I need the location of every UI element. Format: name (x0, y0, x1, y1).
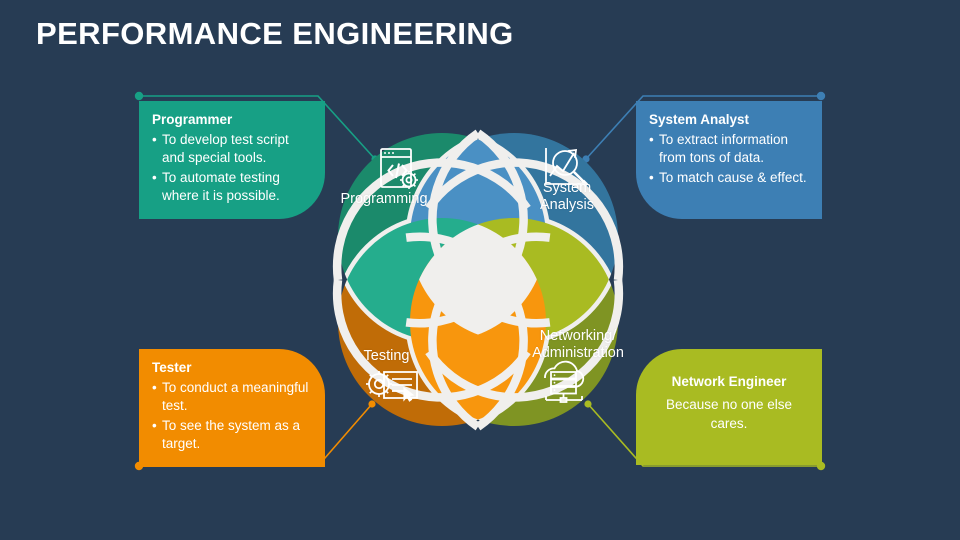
cloud-server-icon (544, 360, 585, 403)
label-system-analysis: System Analysis (540, 180, 594, 213)
list-item: To conduct a meaningful test. (152, 379, 312, 415)
connector-endpoint (368, 400, 376, 408)
connector-endpoint (584, 400, 592, 408)
label-testing: Testing (363, 348, 410, 364)
callout-bullet-list: To develop test script and special tools… (152, 131, 312, 205)
connector-dot (134, 91, 144, 101)
callout-heading: System Analyst (649, 112, 750, 127)
callout-system-analyst[interactable]: System Analyst To extract information fr… (636, 101, 822, 219)
callout-network-engineer[interactable]: Network Engineer Because no one else car… (636, 349, 822, 465)
callout-bullet-list: To extract information from tons of data… (649, 131, 809, 187)
gear-checklist-cursor-icon (366, 371, 418, 402)
list-item: To automate testing where it is possible… (152, 169, 312, 205)
callout-heading: Tester (152, 360, 192, 375)
list-item: To develop test script and special tools… (152, 131, 312, 167)
callout-heading: Network Engineer (671, 374, 787, 389)
list-item: To match cause & effect. (649, 169, 809, 187)
callout-programmer[interactable]: Programmer To develop test script and sp… (139, 101, 325, 219)
list-item: To see the system as a target. (152, 417, 312, 453)
callout-bullet-list: To conduct a meaningful test. To see the… (152, 379, 312, 453)
connector-dot (816, 91, 826, 101)
label-networking: Networking/ Administration (532, 328, 624, 361)
chart-magnifier-icon (545, 148, 589, 187)
callout-tester[interactable]: Tester To conduct a meaningful test. To … (139, 349, 325, 467)
callout-heading: Programmer (152, 112, 233, 127)
code-window-gear-icon (380, 148, 418, 189)
page-title: PERFORMANCE ENGINEERING (36, 16, 514, 51)
label-programming: Programming (340, 191, 428, 207)
callout-body: Because no one else cares. (665, 397, 793, 432)
list-item: To extract information from tons of data… (649, 131, 809, 167)
